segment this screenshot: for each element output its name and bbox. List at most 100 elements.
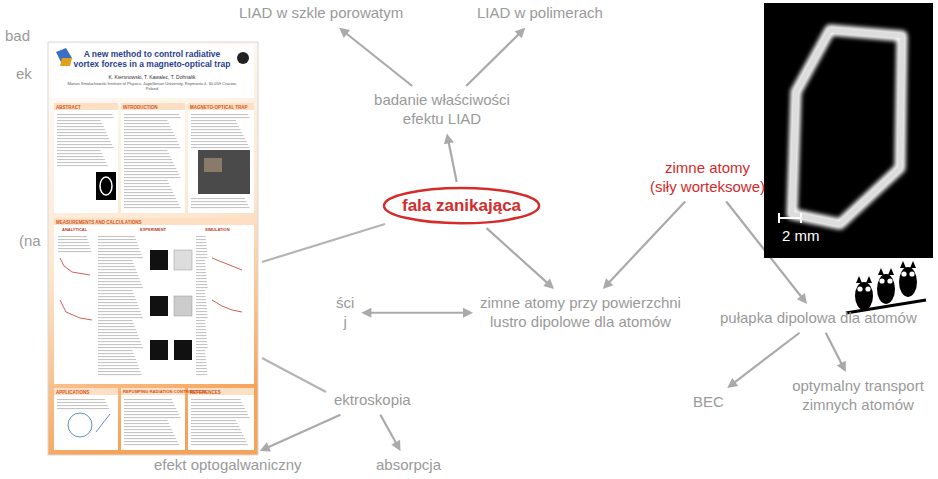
poster-text-line — [98, 332, 137, 333]
poster-text-line — [57, 132, 106, 133]
poster-text-line — [98, 362, 137, 363]
poster-text-line — [191, 120, 236, 121]
poster-text-line — [191, 417, 250, 418]
poster-text-line — [196, 272, 206, 273]
topic-node: ektroskopia — [331, 390, 414, 411]
poster-text-line — [57, 162, 106, 163]
poster-text-line — [191, 432, 242, 433]
poster-text-line — [98, 314, 142, 315]
poster-text-line — [98, 374, 142, 375]
poster-text-line — [98, 254, 142, 255]
poster-text-line — [98, 251, 141, 252]
poster-text-line — [98, 311, 141, 312]
poster-text: K. Kiersnowski, T. Kawalec, T. Dohnalik — [72, 75, 232, 81]
poster-text-line — [98, 329, 136, 330]
node-text: ści — [336, 294, 354, 313]
poster-text-line — [124, 402, 173, 403]
poster-text-line — [57, 129, 105, 130]
poster-text-line — [98, 236, 135, 237]
arrow-head — [727, 378, 738, 388]
poster-text-line — [196, 236, 206, 237]
poster-text-line — [57, 408, 109, 409]
poster-text-line — [98, 299, 136, 300]
poster-text-line — [191, 435, 244, 436]
poster-text-line — [98, 368, 139, 369]
poster-text-line — [196, 281, 207, 282]
topic-node: zimne atomy(siły worteksowe) — [647, 158, 768, 198]
poster-text-line — [57, 405, 108, 406]
poster-text-line — [58, 242, 89, 243]
poster-text-line — [57, 141, 111, 142]
poster-text-line — [196, 293, 205, 294]
connector-arrow — [608, 202, 685, 284]
poster-text-line — [196, 344, 207, 345]
partial-topic-label: ek — [16, 65, 32, 82]
poster-text-line — [196, 269, 206, 270]
partial-topic-label: bad — [5, 27, 30, 44]
topic-node: ścij — [333, 293, 357, 333]
poster-text-line — [124, 429, 172, 430]
poster-text-line — [191, 423, 238, 424]
poster-text-line — [98, 335, 138, 336]
poster-text-line — [124, 126, 170, 127]
poster-text-line — [191, 204, 248, 205]
poster-text: EXPERIMENT — [140, 228, 166, 233]
poster-text-line — [98, 344, 142, 345]
node-text: absorpcja — [376, 456, 441, 475]
node-text: j — [336, 313, 354, 332]
poster-text-line — [124, 141, 178, 142]
poster-text-line — [98, 326, 135, 327]
poster-text-line — [124, 420, 168, 421]
topic-node: pułapka dipolowa dla atomów — [717, 308, 920, 329]
node-text: BEC — [693, 393, 724, 412]
poster-text-line — [98, 284, 142, 285]
poster-text-line — [124, 117, 181, 118]
poster-text-line — [124, 138, 176, 139]
poster-text-line — [98, 341, 141, 342]
node-text: LIAD w szkle porowatym — [239, 4, 403, 23]
poster-text-line — [191, 198, 245, 199]
poster-text: MAGNETO-OPTICAL TRAP — [190, 105, 248, 110]
poster-text-line — [57, 399, 105, 400]
poster-text-line — [124, 162, 173, 163]
poster-text-line — [196, 257, 208, 258]
poster-text-line — [98, 317, 143, 318]
poster-text-line — [196, 356, 206, 357]
poster-text-line — [191, 420, 236, 421]
poster-text-line — [124, 144, 179, 145]
poster-text-line — [124, 180, 168, 181]
atom-cloud-image — [764, 3, 933, 258]
partial-topic-label: (na — [19, 232, 41, 249]
arrow-head — [260, 442, 271, 451]
poster-text-line — [98, 347, 143, 348]
poster-text-line — [57, 135, 108, 136]
poster-text-line — [124, 153, 169, 154]
poster-text-line — [124, 114, 179, 115]
poster-text-line — [98, 278, 139, 279]
poster-text-line — [98, 296, 135, 297]
poster-text-line — [196, 245, 207, 246]
poster-text-line — [191, 138, 245, 139]
poster-text-line — [191, 207, 250, 208]
poster-text-line — [98, 371, 141, 372]
poster-text-line — [196, 275, 207, 276]
poster-text-line — [196, 254, 207, 255]
arrow-head — [391, 440, 400, 451]
ellipse-node: fala zanikająca — [382, 186, 541, 225]
poster-text-line — [196, 290, 205, 291]
poster-text-line — [196, 323, 205, 324]
node-text: fala zanikająca — [402, 195, 521, 216]
poster-text-line — [196, 353, 205, 354]
poster-text-line — [196, 248, 207, 249]
poster-text-line — [191, 426, 239, 427]
poster-text-line — [196, 305, 207, 306]
poster-text-line — [98, 302, 137, 303]
poster-text-line — [191, 141, 247, 142]
poster-text-line — [124, 186, 170, 187]
poster-text-line — [124, 171, 178, 172]
poster-text-line — [124, 174, 179, 175]
poster-text-line — [124, 438, 176, 439]
arrow-head — [361, 308, 371, 318]
poster-text-line — [196, 326, 206, 327]
poster-text-line — [98, 245, 138, 246]
